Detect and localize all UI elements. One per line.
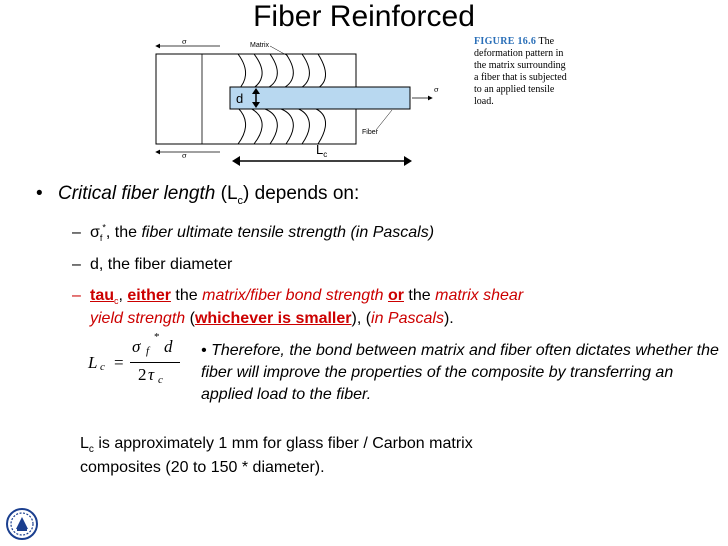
- caption-line: deformation pattern in: [474, 48, 564, 59]
- d-label: d: [236, 91, 243, 106]
- sigma-top: σ: [182, 38, 187, 46]
- caption-line: The: [538, 36, 555, 47]
- dash-marker: –: [72, 256, 81, 273]
- deformation-figure: σ σ d σ Matrix Fiber Lc: [155, 38, 439, 166]
- fiber-label: Fiber: [362, 129, 379, 136]
- caption-line: a fiber that is subjected: [474, 72, 567, 83]
- lc-label: Lc: [316, 142, 327, 159]
- critical-length-term: Critical fiber length: [58, 183, 216, 204]
- caption-line: load.: [474, 96, 494, 107]
- sub-bullet-sigma: – σf*, the fiber ultimate tensile streng…: [72, 222, 435, 244]
- bullet-critical-length: • Critical fiber length (Lc) depends on:: [36, 183, 360, 207]
- fraction-bar: [130, 362, 180, 363]
- lc-approximation-note: Lc is approximately 1 mm for glass fiber…: [80, 435, 473, 476]
- sigma-right: σ: [434, 86, 439, 94]
- page-title: Fiber Reinforced: [253, 0, 475, 33]
- caption-figure-number: FIGURE 16.6: [474, 36, 537, 47]
- matrix-label: Matrix: [250, 42, 270, 49]
- dash-marker: –: [72, 224, 81, 241]
- university-seal-icon: [6, 508, 38, 540]
- figure-caption: FIGURE 16.6 The deformation pattern in t…: [474, 36, 624, 108]
- therefore-text: Therefore, the bond between matrix and f…: [201, 342, 719, 403]
- caption-line: the matrix surrounding: [474, 60, 566, 71]
- bullet-marker: •: [36, 183, 43, 204]
- fiber-rect: [229, 86, 411, 110]
- caption-line: to an applied tensile: [474, 84, 555, 95]
- sigma-bottom: σ: [182, 152, 187, 160]
- critical-length-formula: L c = σ f * d 2 τ c: [86, 331, 186, 393]
- therefore-note: • Therefore, the bond between matrix and…: [201, 340, 721, 406]
- sub-bullet-diameter: – d, the fiber diameter: [72, 254, 710, 276]
- therefore-marker: •: [201, 342, 207, 359]
- dash-marker: –: [72, 287, 81, 304]
- sub-bullet-tau: – tauc, either the matrix/fiber bond str…: [72, 284, 710, 330]
